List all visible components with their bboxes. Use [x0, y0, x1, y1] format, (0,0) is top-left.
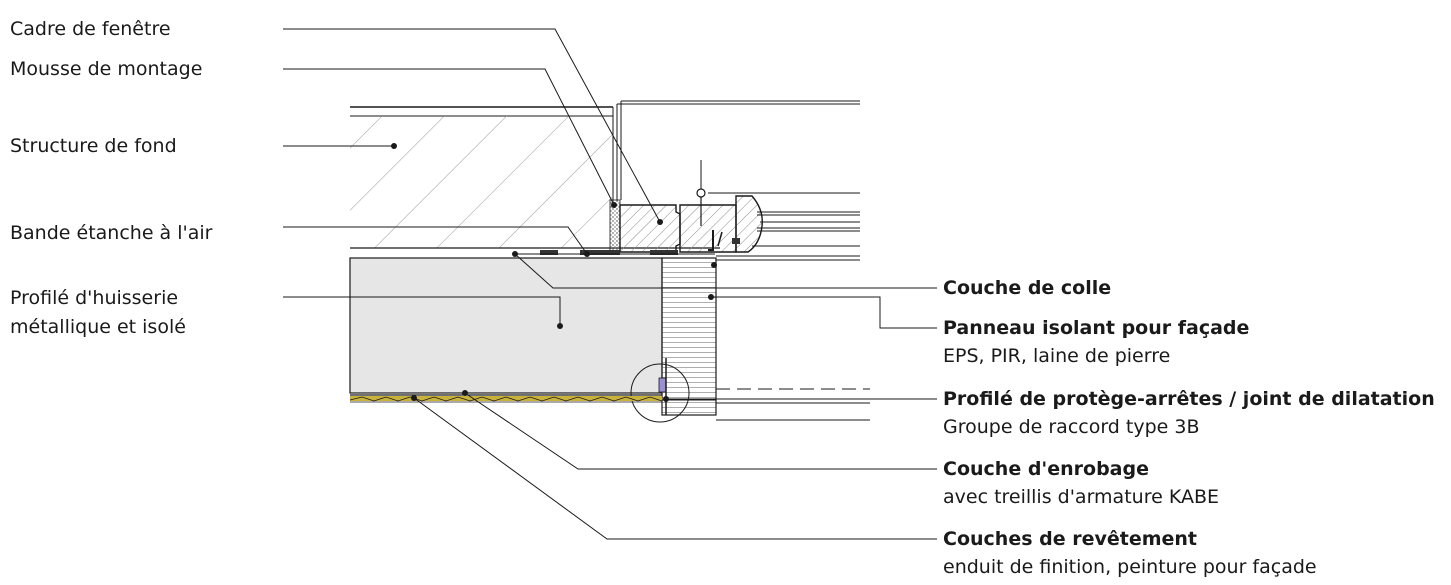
airtight-tape: [515, 250, 715, 255]
label-background-structure: Structure de fond: [10, 135, 177, 157]
label-finish-layers-sub: enduit de finition, peinture pour façade: [943, 556, 1317, 578]
leader-lines: [283, 28, 937, 540]
label-facade-panel-sub: EPS, PIR, laine de pierre: [943, 345, 1171, 367]
glazing: [757, 211, 860, 232]
label-edge-profile-title: Profilé de protège-arrêtes / joint de di…: [943, 388, 1435, 410]
label-window-frame: Cadre de fenêtre: [10, 18, 171, 40]
label-glue-layer: Couche de colle: [943, 277, 1112, 299]
label-finish-layers-title: Couches de revêtement: [943, 528, 1198, 550]
label-mounting-foam: Mousse de montage: [10, 58, 203, 80]
label-door-profile-line1: Profilé d'huisserie: [10, 287, 179, 309]
edge-protection-profile: [630, 358, 870, 423]
insulated-frame-profile: [349, 257, 663, 394]
window-frame: [619, 160, 860, 261]
leader-dots: [391, 143, 717, 402]
label-facade-panel-title: Panneau isolant pour façade: [943, 317, 1250, 339]
window-sill-sheet: [616, 100, 860, 200]
coating-layers: [349, 394, 663, 403]
label-edge-profile-sub: Groupe de raccord type 3B: [943, 416, 1200, 438]
label-door-profile-line2: métallique et isolé: [10, 316, 186, 338]
background-structure: [350, 106, 720, 249]
label-coating-layer-sub: avec treillis d'armature KABE: [943, 486, 1219, 508]
label-coating-layer-title: Couche d'enrobage: [943, 458, 1149, 480]
label-airtight-tape: Bande étanche à l'air: [10, 222, 213, 244]
